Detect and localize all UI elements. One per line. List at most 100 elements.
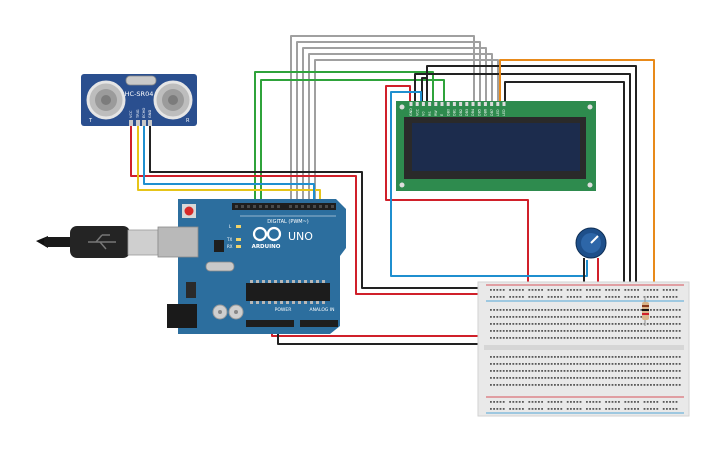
sensor-transducer-left (86, 80, 126, 120)
lcd-pin[interactable] (434, 102, 438, 106)
usb-cable[interactable] (36, 226, 159, 258)
dc-jack (167, 304, 197, 328)
lcd-pin[interactable] (452, 102, 456, 106)
breadboard[interactable] (477, 281, 690, 417)
lcd-pin[interactable] (465, 102, 469, 106)
usb-cable-wire (44, 237, 76, 247)
wire-gray-1 (290, 35, 475, 203)
lcd-pin-label: DB0 (446, 109, 450, 116)
sensor-pin-labels: VCC TRIG ECHO GND (129, 108, 152, 119)
wire-blue-v0 (390, 91, 588, 277)
arduino-logo-icon (252, 226, 282, 242)
lcd-pin[interactable] (415, 102, 419, 106)
atmega-chip (246, 283, 330, 301)
led-label-tx: TX (226, 237, 232, 242)
arduino-model-text: UNO (288, 230, 313, 243)
power-header[interactable] (246, 320, 294, 327)
led-label-rx: RX (227, 244, 233, 249)
usb-icon (88, 234, 116, 250)
lcd-pin[interactable] (409, 102, 413, 106)
wire-orange-led (499, 59, 655, 325)
breadboard-holes (490, 289, 681, 410)
wire-black-lcd-led (504, 81, 625, 290)
lcd-pin[interactable] (471, 102, 475, 106)
regulator (186, 282, 196, 298)
lcd-pin[interactable] (440, 102, 444, 106)
lcd-pin[interactable] (502, 102, 506, 106)
reset-button[interactable] (184, 206, 194, 216)
power-header-label: POWER (275, 307, 292, 313)
status-led-labels: L TX RX (226, 224, 233, 249)
wire-red-sensor-vcc (130, 126, 488, 295)
lcd-screen (412, 123, 580, 171)
sensor-side-t: T (88, 118, 93, 124)
lcd-pin-label: DB5 (477, 109, 481, 116)
resistor[interactable] (642, 296, 649, 326)
lcd-pin[interactable] (496, 102, 500, 106)
status-leds (236, 225, 241, 248)
lcd-pin-label: DB3 (465, 109, 469, 116)
arduino-uno-board[interactable]: DIGITAL (PWM~) ARDUINO UNO L TX RX (157, 199, 346, 334)
lcd-pin-label: DB2 (459, 109, 463, 116)
lcd-pin-label: V0 (422, 112, 426, 116)
lcd-pin-label: RW (434, 110, 438, 116)
atmega-chip-legs (250, 280, 325, 304)
lcd-pin-label: E (440, 114, 444, 116)
arduino-logo-text: ARDUINO (252, 244, 281, 250)
sensor-side-r: R (186, 118, 190, 124)
usb-chip (214, 240, 224, 252)
sensor-pin-vcc-label: VCC (129, 110, 133, 118)
lcd-pin-label: DB6 (484, 109, 488, 116)
lcd-pin[interactable] (421, 102, 425, 106)
sensor-pin-trig-label: TRIG (136, 109, 140, 119)
wire-black-lcd-rw (426, 65, 637, 290)
sensor-pin-gnd-label: GND (148, 110, 152, 118)
wires (130, 35, 655, 345)
lcd-pin[interactable] (459, 102, 463, 106)
wire-black-lcd-gnd (414, 73, 631, 290)
sensor-model-label: HC-SR04 (125, 90, 154, 98)
pot-indicator (590, 235, 599, 244)
wire-gray-3 (302, 47, 487, 203)
lcd-pin[interactable] (483, 102, 487, 106)
lcd-pin[interactable] (490, 102, 494, 106)
led-label-l: L (229, 224, 232, 229)
lcd-pin-label: VCC (415, 108, 419, 116)
lcd-pin-label: LED (496, 109, 500, 116)
digital-header[interactable] (232, 203, 336, 210)
sensor-pin-echo-label: ECHO (142, 108, 146, 118)
wire-green-e (260, 79, 445, 203)
sensor-crystal (125, 75, 157, 86)
analog-header[interactable] (300, 320, 338, 327)
lcd-pin-label: GND (409, 108, 413, 116)
lcd-pin-header (409, 102, 506, 106)
lcd-pin-label: DB4 (471, 109, 475, 116)
resistor-bands (642, 305, 649, 315)
ultrasonic-sensor[interactable]: HC-SR04 VCC TRIG ECHO GND T R (81, 74, 197, 126)
lcd-pin[interactable] (477, 102, 481, 106)
lcd-pin[interactable] (446, 102, 450, 106)
crystal-oscillator (205, 261, 235, 272)
wire-black-sensor-gnd (149, 126, 498, 289)
lcd-mount-holes (399, 104, 593, 188)
sensor-pins (129, 120, 152, 126)
wire-gray-4 (308, 53, 493, 203)
capacitors (212, 304, 244, 320)
analog-header-label: ANALOG IN (309, 307, 334, 313)
lcd-pin-label: RS (428, 111, 432, 116)
lcd-pin-label: LED (502, 109, 506, 116)
wire-red-lcd-vcc (385, 85, 529, 295)
usb-plug-metal (127, 229, 159, 256)
potentiometer[interactable] (575, 227, 607, 259)
arduino-pcb (178, 199, 346, 334)
wire-green-rs (254, 71, 434, 203)
lcd-pin[interactable] (428, 102, 432, 106)
breadboard-center-gap (484, 345, 684, 350)
wire-blue-echo (143, 126, 315, 203)
wire-gray-5 (314, 59, 499, 203)
lcd-pin-label: DB1 (453, 109, 457, 116)
